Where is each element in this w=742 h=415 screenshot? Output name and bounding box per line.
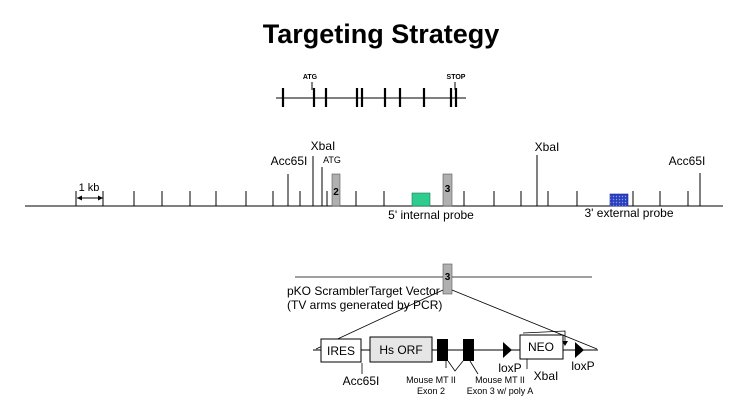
xbai-left-label: XbaI	[311, 139, 336, 153]
mt2-exon3-label-line1: Mouse MT II	[475, 375, 525, 385]
hs-orf-label: Hs ORF	[379, 343, 422, 357]
hs-orf-box	[369, 336, 433, 363]
kb-ticks	[75, 191, 689, 206]
vector-xbai-label: XbaI	[534, 369, 559, 383]
vector-exon-3-label: 3	[445, 272, 451, 283]
internal-probe-label: 5' internal probe	[388, 208, 474, 222]
scale-bar: 1 kb	[77, 182, 103, 201]
splice-connector	[447, 360, 464, 372]
exon-3-label: 3	[445, 184, 451, 195]
genomic-map: 1 kb Acc65I XbaI ATG 2 3 XbaI Acc65I 5' …	[25, 139, 723, 222]
neo-direction-arrow	[522, 330, 566, 341]
loxp-left-marker	[503, 342, 512, 358]
mt2-exon3-block	[463, 339, 474, 361]
mt2-exon2-block	[437, 339, 448, 361]
loxp-right-label: loxP	[571, 359, 594, 373]
external-probe-label: 3' external probe	[584, 206, 673, 220]
mt2-exon2-label-line2: Exon 2	[417, 386, 445, 396]
loxp-right-marker	[575, 342, 584, 358]
internal-probe-box	[411, 192, 431, 207]
neo-label: NEO	[528, 340, 554, 354]
acc65i-right-label: Acc65I	[669, 154, 706, 168]
vector-exon-3-box	[442, 263, 453, 295]
loxp-left-label: loxP	[498, 361, 521, 375]
mt2-exon3-label-line2: Exon 3 w/ poly A	[467, 386, 534, 396]
vector-title: pKO ScramblerTarget Vector	[287, 284, 440, 298]
gene-stop-label: STOP	[447, 74, 466, 81]
page-title: Targeting Strategy	[263, 19, 500, 49]
atg-label: ATG	[323, 155, 341, 165]
targeting-vector: 3 pKO ScramblerTarget Vector (TV arms ge…	[287, 263, 598, 396]
exon-2-box	[331, 173, 341, 207]
xbai-right-label: XbaI	[535, 140, 560, 154]
gene-structure: ATG STOP	[276, 74, 466, 107]
vector-subtitle: (TV arms generated by PCR)	[287, 298, 442, 312]
mt2-exon2-label-line1: Mouse MT II	[406, 375, 456, 385]
gene-exons	[281, 88, 458, 107]
ires-box	[320, 338, 362, 363]
acc65i-left-label: Acc65I	[271, 154, 308, 168]
scale-label: 1 kb	[79, 182, 100, 194]
vector-acc65i-label: Acc65I	[343, 374, 380, 388]
gene-atg-label: ATG	[303, 74, 318, 81]
ires-label: IRES	[327, 344, 355, 358]
exon-2-label: 2	[333, 187, 339, 198]
exon-3-box	[442, 173, 453, 207]
external-probe-box	[609, 193, 629, 207]
neo-box	[519, 334, 564, 360]
